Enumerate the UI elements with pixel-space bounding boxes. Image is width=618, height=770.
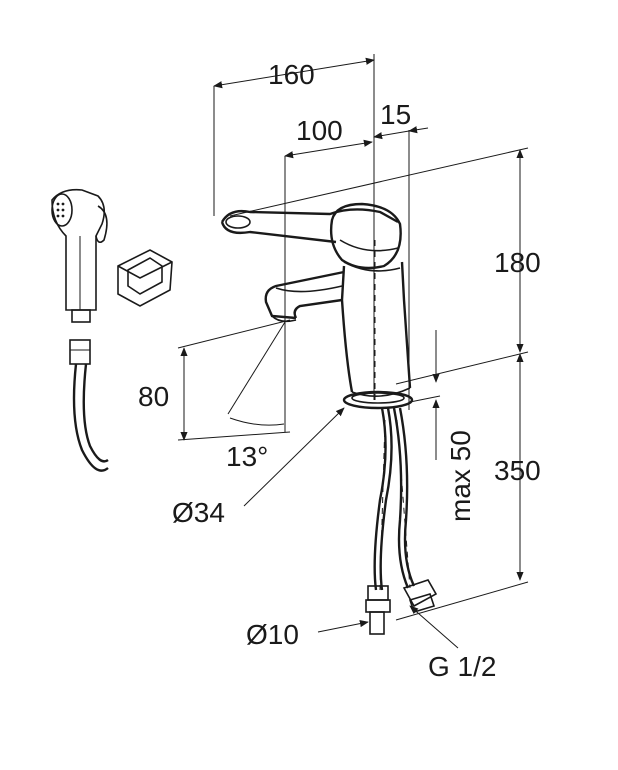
supply-hoses — [365, 407, 438, 635]
dim-height-lower: 350 — [494, 455, 541, 486]
hand-shower — [51, 188, 108, 323]
dim-angle: 13° — [226, 441, 268, 472]
dimension-lines — [177, 54, 529, 649]
dim-max-thickness: max 50 — [445, 430, 476, 522]
dim-spout-height: 80 — [138, 381, 169, 412]
dim-base-diameter: Ø34 — [172, 497, 225, 528]
dim-spout-reach: 100 — [296, 115, 343, 146]
dim-hose-diameter: Ø10 — [246, 619, 299, 650]
wall-holder — [117, 249, 173, 307]
dim-offset: 15 — [380, 99, 411, 130]
shower-hose — [69, 339, 109, 472]
dim-height-upper: 180 — [494, 247, 541, 278]
mixer-tap — [220, 202, 414, 410]
dim-connection: G 1/2 — [428, 651, 496, 682]
dim-total-reach: 160 — [268, 59, 315, 90]
